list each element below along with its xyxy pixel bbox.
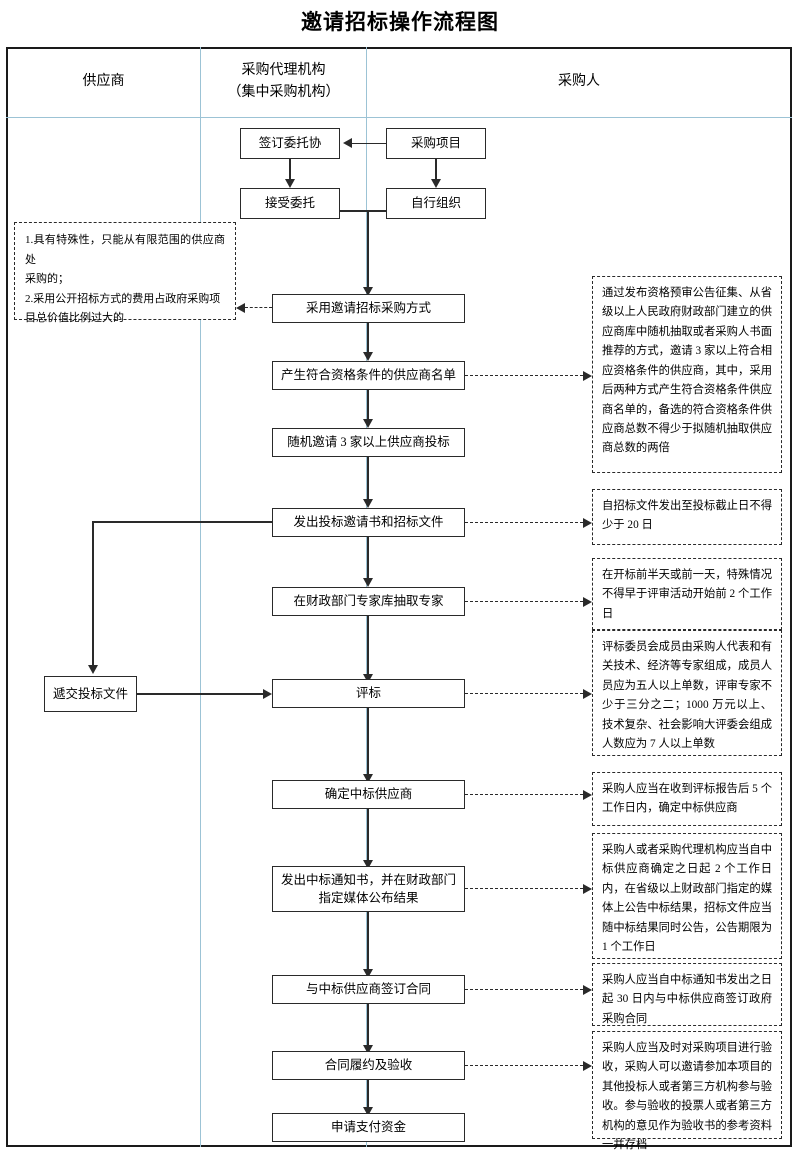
note-qualified-list: 通过发布资格预审公告征集、从省级以上人民政府财政部门建立的供应商库中随机抽取或者…	[592, 276, 782, 473]
arrowhead-contract-to-note	[583, 984, 592, 995]
header-divider	[6, 117, 792, 118]
box-issue-notice-line1: 发出中标通知书，并在财政部门	[280, 872, 456, 887]
column-header-supplier-line1: 供应商	[82, 74, 125, 90]
note-perform-accept: 采购人应当及时对采购项目进行验收，采购人可以邀请参加本项目的其他投标人或者第三方…	[592, 1031, 782, 1151]
box-draw-experts[interactable]: 在财政部门专家库抽取专家	[272, 587, 465, 616]
arrowhead-determine-to-note	[583, 789, 592, 800]
connector-project-to-self	[435, 159, 437, 180]
connector-determine-to-notice	[367, 809, 369, 861]
note-invite-conditions-line2: 采购的；	[25, 273, 69, 286]
connector-perform-to-payment	[367, 1080, 369, 1108]
box-evaluate-bid[interactable]: 评标	[272, 679, 465, 708]
column-header-purchaser: 采购人	[367, 47, 791, 117]
connector-invite-mode-to-conditions	[245, 307, 272, 308]
box-qualified-list[interactable]: 产生符合资格条件的供应商名单	[272, 361, 465, 390]
arrowhead-evaluate-to-determine	[363, 774, 373, 783]
column-header-agency: 采购代理机构 （集中采购机构）	[201, 47, 366, 117]
column-header-purchaser-line1: 采购人	[558, 74, 600, 90]
page-title: 邀请招标操作流程图	[301, 11, 499, 34]
arrowhead-determine-to-notice	[363, 860, 373, 869]
column-header-supplier: 供应商	[7, 47, 200, 117]
box-sign-contract[interactable]: 与中标供应商签订合同	[272, 975, 465, 1004]
connector-invite-three-to-issue	[367, 457, 369, 500]
arrowhead-left-to-submit	[88, 665, 98, 674]
note-evaluate: 评标委员会成员由采购人代表和有关技术、经济等专家组成，成员人员应为五人以上单数，…	[592, 630, 782, 756]
connector-perform-to-note	[465, 1065, 583, 1066]
chart-frame	[6, 47, 792, 1147]
column-header-agency-line2: （集中采购机构）	[227, 85, 340, 100]
connector-notice-to-contract	[367, 912, 369, 970]
arrowhead-project-to-self	[431, 179, 441, 188]
connector-list-to-invite-three	[367, 390, 369, 420]
connector-contract-to-note	[465, 989, 583, 990]
arrowhead-invite-three-to-issue	[363, 499, 373, 508]
arrowhead-project-to-sign	[343, 138, 352, 148]
connector-list-to-note	[465, 375, 583, 376]
arrowhead-list-to-invite-three	[363, 419, 373, 428]
arrowhead-submit-to-evaluate	[263, 688, 272, 699]
arrowhead-join-to-invite-mode	[363, 287, 373, 296]
connector-evaluate-to-note	[465, 693, 583, 694]
arrowhead-issue-docs-to-experts	[363, 578, 373, 587]
box-invite-three[interactable]: 随机邀请 3 家以上供应商投标	[272, 428, 465, 457]
connector-issue-docs-to-note	[465, 522, 583, 523]
connector-left-down-to-submit	[92, 521, 94, 666]
connector-issue-docs-to-experts	[367, 537, 369, 579]
note-invite-conditions-line4: 目总价值比例过大的	[25, 312, 124, 325]
arrowhead-invite-mode-to-list	[363, 352, 373, 361]
box-submit-bid[interactable]: 遞交投标文件	[44, 676, 137, 712]
box-perform-accept[interactable]: 合同履约及验收	[272, 1051, 465, 1080]
connector-evaluate-to-determine	[367, 708, 369, 775]
box-apply-payment[interactable]: 申请支付资金	[272, 1113, 465, 1142]
arrowhead-evaluate-to-note	[583, 688, 592, 699]
box-self-organize[interactable]: 自行组织	[386, 188, 486, 219]
arrowhead-issue-docs-to-note	[583, 517, 592, 528]
box-invite-mode[interactable]: 采用邀请招标采购方式	[272, 294, 465, 323]
note-invite-conditions-line1: 1.具有特殊性，只能从有限范围的供应商处	[25, 234, 225, 266]
arrowhead-sign-to-accept	[285, 179, 295, 188]
connector-project-to-sign	[352, 142, 386, 145]
note-invite-conditions-line3: 2.采用公开招标方式的费用占政府采购项	[25, 292, 221, 305]
connector-join-to-invite-mode	[367, 210, 369, 288]
arrowhead-experts-to-evaluate	[363, 674, 373, 683]
note-issue-notice: 采购人或者采购代理机构应当自中标供应商确定之日起 2 个工作日内，在省级以上财政…	[592, 833, 782, 959]
connector-issue-docs-to-left	[92, 521, 272, 523]
arrowhead-notice-to-contract	[363, 969, 373, 978]
connector-sign-to-accept	[289, 159, 291, 180]
note-draw-experts: 在开标前半天或前一天，特殊情况不得早于评审活动开始前 2 个工作日	[592, 558, 782, 630]
connector-invite-mode-to-list	[367, 323, 369, 353]
box-determine-winner[interactable]: 确定中标供应商	[272, 780, 465, 809]
arrowhead-perform-to-payment	[363, 1107, 373, 1116]
connector-accept-self-join	[340, 210, 386, 212]
connector-draw-experts-to-note	[465, 601, 583, 602]
connector-invite-mode-approach	[367, 286, 369, 288]
note-issue-docs: 自招标文件发出至投标截止日不得少于 20 日	[592, 489, 782, 545]
arrowhead-list-to-note	[583, 370, 592, 381]
connector-contract-to-perform	[367, 1004, 369, 1046]
connector-notice-to-note	[465, 888, 583, 889]
box-issue-invite-docs[interactable]: 发出投标邀请书和招标文件	[272, 508, 465, 537]
box-issue-notice-line2: 指定媒体公布结果	[318, 891, 419, 905]
column-divider-1	[200, 47, 201, 1147]
arrowhead-draw-experts-to-note	[583, 596, 592, 607]
box-sign-entrust[interactable]: 签订委托协	[240, 128, 340, 159]
connector-determine-to-note	[465, 794, 583, 795]
arrowhead-contract-to-perform	[363, 1045, 373, 1054]
arrowhead-invite-mode-to-conditions	[236, 302, 245, 313]
connector-submit-to-evaluate	[137, 693, 263, 695]
arrowhead-notice-to-note	[583, 883, 592, 894]
box-issue-notice[interactable]: 发出中标通知书，并在财政部门 指定媒体公布结果	[272, 866, 465, 912]
note-sign-contract: 采购人应当自中标通知书发出之日起 30 日内与中标供应商签订政府采购合同	[592, 963, 782, 1026]
box-procure-project[interactable]: 采购项目	[386, 128, 486, 159]
box-accept-entrust[interactable]: 接受委托	[240, 188, 340, 219]
arrowhead-perform-to-note	[583, 1060, 592, 1071]
note-invite-conditions: 1.具有特殊性，只能从有限范围的供应商处 采购的； 2.采用公开招标方式的费用占…	[14, 222, 236, 324]
column-header-agency-line1: 采购代理机构	[241, 63, 326, 79]
connector-experts-to-evaluate	[367, 616, 369, 675]
note-determine-winner: 采购人应当在收到评标报告后 5 个工作日内，确定中标供应商	[592, 772, 782, 826]
